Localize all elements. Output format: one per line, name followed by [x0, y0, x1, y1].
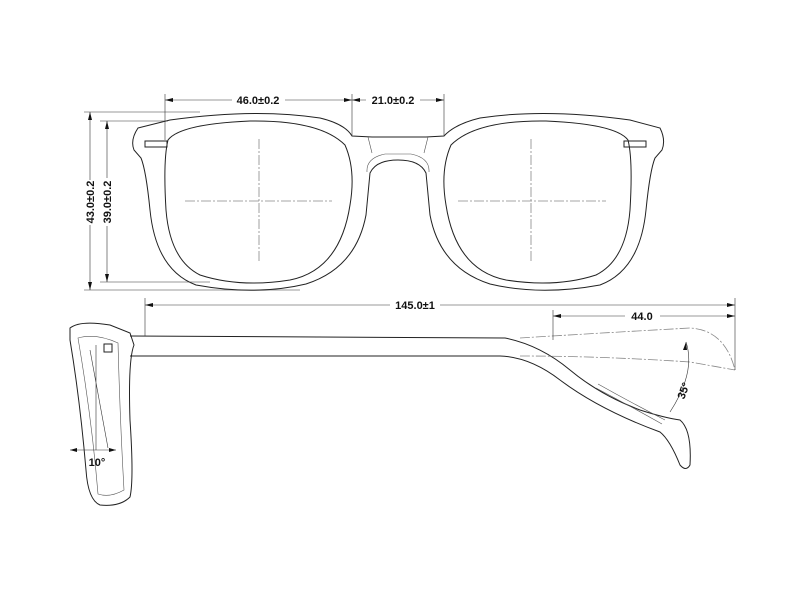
bridge-width-label: 21.0±0.2: [372, 95, 415, 107]
lens-height-label: 39.0±0.2: [102, 181, 114, 224]
bridge-keyhole: [366, 136, 430, 173]
frame-height-label: 43.0±0.2: [85, 181, 97, 224]
temple-tip-detail: [595, 383, 666, 425]
left-lens-centerlines: [185, 139, 332, 261]
rim-inner-side: [77, 336, 125, 496]
right-hinge-rivet: [623, 140, 647, 148]
frame-outline: [132, 112, 665, 291]
arrowheads-side: [70, 303, 735, 452]
front-view: 46.0±0.2 21.0±0.2 43.0±0.2 39.0±0.2: [84, 94, 665, 291]
side-view: 145.0±1 44.0 35° 10°: [69, 298, 736, 506]
right-lens-centerlines: [458, 139, 606, 261]
front-rim-side: [69, 322, 135, 506]
angle-markings: [70, 341, 689, 451]
pantoscopic-angle-label: 10°: [89, 457, 106, 469]
lens-width-label: 46.0±0.2: [237, 95, 280, 107]
left-lens: [164, 120, 353, 284]
temple-tip-length-label: 44.0: [631, 311, 652, 323]
temple-bend-angle-label: 35°: [676, 381, 693, 401]
dimension-lines-side: [144, 298, 736, 370]
hinge-block: [103, 343, 113, 353]
left-hinge-rivet: [144, 140, 168, 148]
temple-straight-phantom: [519, 327, 736, 371]
dimension-lines-front: [84, 94, 445, 291]
temple-length-label: 145.0±1: [395, 300, 435, 312]
right-lens: [443, 120, 632, 284]
temple-arm: [129, 335, 691, 469]
